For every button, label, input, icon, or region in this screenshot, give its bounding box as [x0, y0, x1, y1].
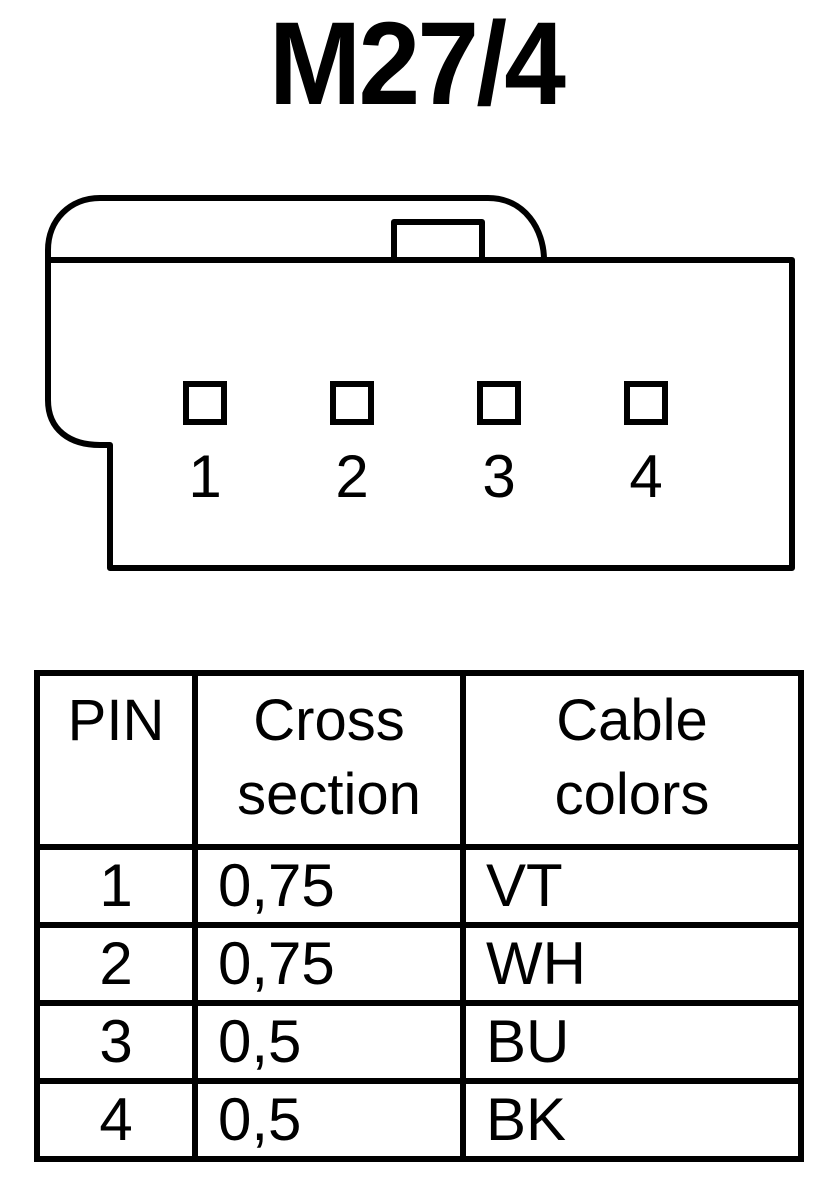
- header-pin-label: PIN: [67, 688, 165, 753]
- pin-number-label: 4: [629, 443, 662, 510]
- pin-contact-2: [330, 381, 374, 425]
- latch-tab: [391, 219, 485, 258]
- header-cable-colors-line1: Cable: [556, 688, 708, 753]
- table-row: 2 0,75 WH: [34, 922, 804, 1006]
- connector-housing: [45, 195, 795, 571]
- cell-cross-section: 0,5: [192, 1000, 466, 1084]
- table-header-row: PIN Cross section Cable colors: [34, 670, 804, 850]
- cell-pin: 1: [34, 844, 198, 928]
- header-cable-colors-line2: colors: [554, 762, 710, 827]
- cell-cable-color: BK: [460, 1078, 804, 1162]
- pin-assignment-table: PIN Cross section Cable colors 1 0,75 VT…: [34, 670, 804, 1162]
- connector-diagram: 1 2 3 4: [45, 195, 795, 571]
- cell-pin: 2: [34, 922, 198, 1006]
- header-cross-section-line1: Cross: [253, 688, 405, 753]
- pin-number-label: 1: [188, 443, 221, 510]
- table-row: 1 0,75 VT: [34, 844, 804, 928]
- header-cross-section-line2: section: [237, 762, 421, 827]
- pin-number-label: 2: [335, 443, 368, 510]
- table-row: 3 0,5 BU: [34, 1000, 804, 1084]
- connector-title: M27/4: [268, 0, 566, 130]
- pin-number-label: 3: [482, 443, 515, 510]
- cell-cable-color: BU: [460, 1000, 804, 1084]
- cell-pin: 4: [34, 1078, 198, 1162]
- cell-pin: 3: [34, 1000, 198, 1084]
- cell-cross-section: 0,5: [192, 1078, 466, 1162]
- cell-cable-color: VT: [460, 844, 804, 928]
- cell-cross-section: 0,75: [192, 844, 466, 928]
- pin-contact-4: [624, 381, 668, 425]
- cell-cable-color: WH: [460, 922, 804, 1006]
- header-cross-section: Cross section: [192, 670, 466, 850]
- pin-contact-3: [477, 381, 521, 425]
- cell-cross-section: 0,75: [192, 922, 466, 1006]
- header-cable-colors: Cable colors: [460, 670, 804, 850]
- pin-contact-1: [183, 381, 227, 425]
- header-pin: PIN: [34, 670, 198, 850]
- table-row: 4 0,5 BK: [34, 1078, 804, 1162]
